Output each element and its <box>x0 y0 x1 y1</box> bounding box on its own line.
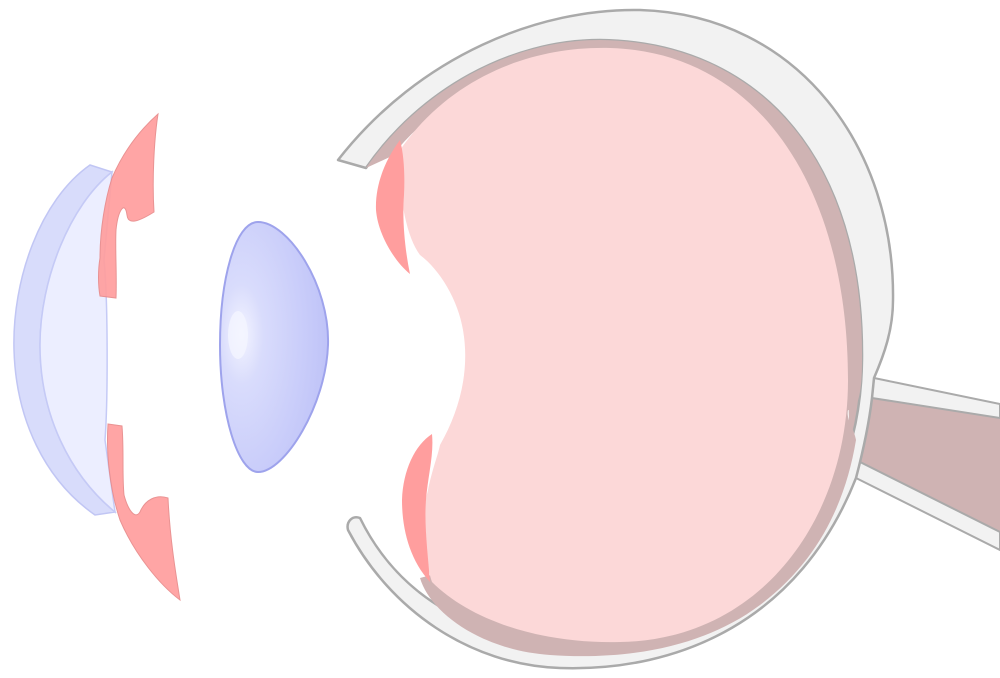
iris-bottom <box>108 424 181 600</box>
lens-highlight <box>228 311 248 359</box>
iris-top <box>99 114 159 298</box>
